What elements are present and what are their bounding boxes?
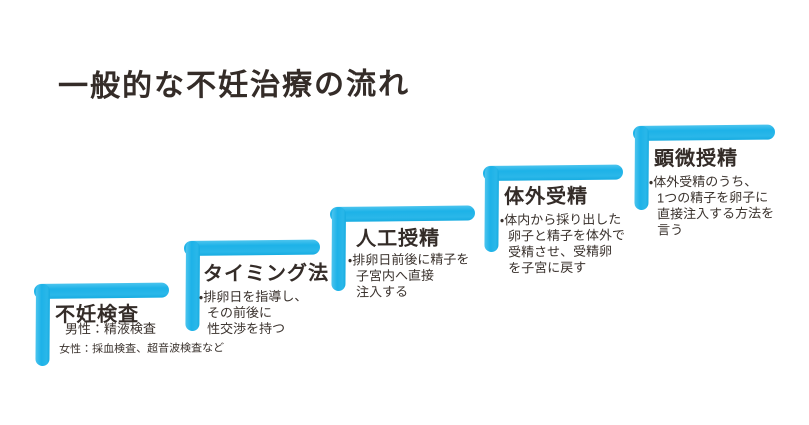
step-bracket-vertical (185, 240, 200, 332)
step-description-line: ・体内から採り出した (499, 211, 622, 228)
step-description-line: ・体外受精のうち、 (648, 173, 758, 190)
step-description-line: 受精させ、受精卵 (508, 243, 613, 260)
step-description-line: ・排卵日を指導し、 (198, 288, 308, 305)
step-bracket-horizontal (329, 205, 476, 222)
step-title: 体外受精 (503, 185, 589, 209)
step-description: ・排卵日を指導し、 その前後に 性交渉を持つ (199, 289, 308, 338)
step-description-line: その前後に (206, 304, 273, 321)
step-bracket-horizontal (183, 239, 321, 256)
step-bracket-horizontal (632, 124, 776, 141)
step-title: 顕微授精 (653, 147, 739, 171)
step-description-line: 卵子と精子を体外で (507, 227, 626, 244)
step-bracket-vertical (634, 125, 649, 211)
step-description-line: を子宮に戻す (508, 259, 587, 276)
step-bracket-vertical (484, 165, 499, 253)
step-description-line: 女性：採血検査、超音波検査など (59, 342, 225, 356)
step-description-line: 直接注入する方法を (657, 205, 775, 222)
step-bracket-vertical (331, 206, 346, 292)
page-title: 一般的な不妊治療の流れ (57, 67, 411, 104)
step-bracket-horizontal (33, 282, 170, 299)
step-title: 人工授精 (355, 227, 441, 251)
step-description-line: 言う (657, 222, 684, 238)
step-description: ・体外受精のうち、 1つの精子を卵子に 直接注入する方法を 言う (649, 173, 775, 238)
step-description-line: 1つの精子を卵子に (656, 189, 769, 206)
step-description-line: 注入する (356, 284, 409, 300)
step-description-line: 子宮内へ直接 (355, 267, 435, 284)
step-bracket-vertical (35, 283, 50, 367)
step-description: ・排卵日前後に精子を 子宮内へ直接 注入する (348, 251, 470, 300)
step-bracket-horizontal (482, 164, 624, 181)
step-description-line: 性交渉を持つ (207, 320, 286, 337)
step-description: ・体内から採り出した 卵子と精子を体外で 受精させ、受精卵 を子宮に戻す (500, 211, 626, 276)
step-description-line: ・排卵日前後に精子を (347, 251, 470, 268)
step-title: タイミング法 (202, 262, 330, 286)
